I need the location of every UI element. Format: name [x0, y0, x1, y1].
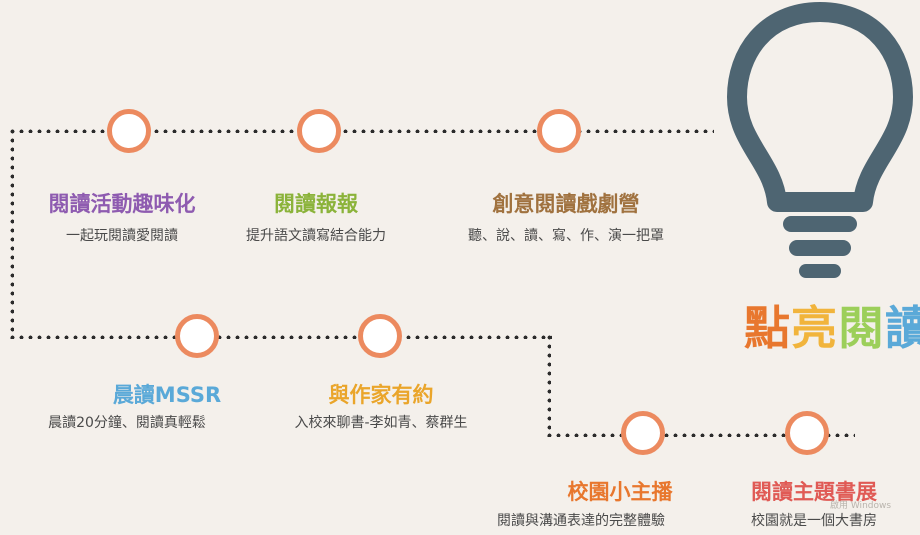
dotted-path-row3 [545, 431, 855, 437]
item-desc-drama-camp: 聽、說、讀、寫、作、演一把罩 [468, 228, 664, 244]
lightbulb-icon [727, 2, 913, 278]
item-title-drama-camp: 創意閱讀戲劇營 [492, 192, 640, 216]
item-desc-reading-news: 提升語文讀寫結合能力 [246, 228, 386, 244]
dotted-path-right-vertical [545, 333, 551, 437]
node-drama-camp [537, 109, 581, 153]
item-title-campus-anchor: 校園小主播 [567, 480, 673, 504]
node-book-exhibition [785, 411, 829, 455]
item-desc-meet-author: 入校來聊書-李如青、蔡群生 [294, 415, 468, 431]
item-desc-book-exhibition: 校園就是一個大書房 [751, 513, 877, 529]
item-title-morning-reading: 晨讀MSSR [112, 383, 222, 407]
item-title-reading-news: 閱讀報報 [274, 192, 358, 216]
node-reading-news [297, 109, 341, 153]
item-title-book-exhibition: 閱讀主題書展 [751, 480, 877, 504]
node-meet-author [358, 314, 402, 358]
item-desc-reading-fun: 一起玩閱讀愛閱讀 [66, 228, 178, 244]
brand-char-1: 點 [744, 301, 791, 355]
node-morning-reading [175, 314, 219, 358]
item-title-reading-fun: 閱讀活動趣味化 [48, 192, 196, 216]
dotted-path-row1 [8, 127, 714, 133]
item-desc-campus-anchor: 閱讀與溝通表達的完整體驗 [497, 513, 665, 529]
dotted-path-row2 [8, 333, 552, 339]
node-reading-fun [107, 109, 151, 153]
brand-char-4: 讀 [885, 301, 920, 355]
item-title-meet-author: 與作家有約 [328, 383, 434, 407]
brand-char-2: 亮 [791, 301, 838, 355]
node-campus-anchor [621, 411, 665, 455]
brand-title: 點亮閱讀 [744, 292, 920, 358]
dotted-path-left-vertical [8, 127, 14, 339]
windows-watermark: 啟用 Windows [830, 501, 892, 511]
item-desc-morning-reading: 晨讀20分鐘、閱讀真輕鬆 [48, 415, 206, 431]
brand-char-3: 閱 [838, 301, 885, 355]
